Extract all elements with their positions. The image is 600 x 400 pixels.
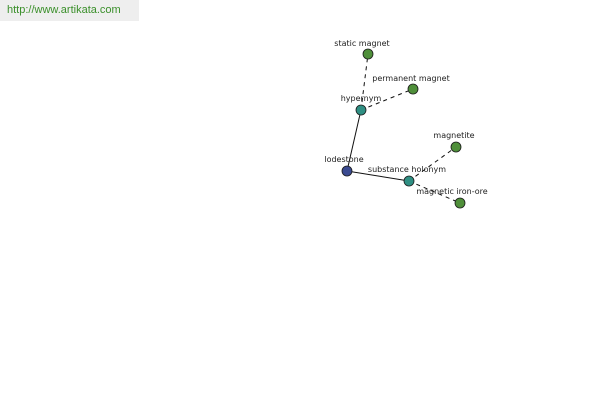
edge-hypernym-static-magnet — [360, 53, 369, 111]
edge-lodestone-hypernym — [346, 109, 362, 172]
node-static-magnet[interactable] — [362, 48, 374, 60]
edge-lodestone-substance-holonym — [346, 170, 410, 182]
nodes-layer — [341, 48, 466, 209]
node-label-static-magnet: static magnet — [334, 39, 389, 48]
node-lodestone[interactable] — [341, 165, 353, 177]
edge-substance-holonym-magnetic-iron-ore — [408, 180, 461, 204]
node-label-magnetic-iron-ore: magnetic iron-ore — [416, 187, 487, 196]
url-banner: http://www.artikata.com — [0, 0, 139, 21]
node-label-permanent-magnet: permanent magnet — [372, 74, 450, 83]
node-label-hypernym: hypernym — [341, 94, 382, 103]
node-label-substance-holonym: substance holonym — [368, 165, 446, 174]
labels-layer: lodestone hypernym substance holonym static… — [324, 39, 487, 196]
edge-substance-holonym-magnetite — [408, 146, 457, 182]
node-substance-holonym[interactable] — [403, 175, 415, 187]
node-hypernym[interactable] — [355, 104, 367, 116]
node-permanent-magnet[interactable] — [407, 83, 419, 95]
site-url-link[interactable]: http://www.artikata.com — [7, 4, 121, 16]
node-magnetite[interactable] — [450, 141, 462, 153]
node-label-magnetite: magnetite — [433, 131, 474, 140]
edges-layer — [346, 53, 461, 204]
node-magnetic-iron-ore[interactable] — [454, 197, 466, 209]
node-label-lodestone: lodestone — [324, 155, 363, 164]
edge-hypernym-permanent-magnet — [360, 88, 414, 111]
